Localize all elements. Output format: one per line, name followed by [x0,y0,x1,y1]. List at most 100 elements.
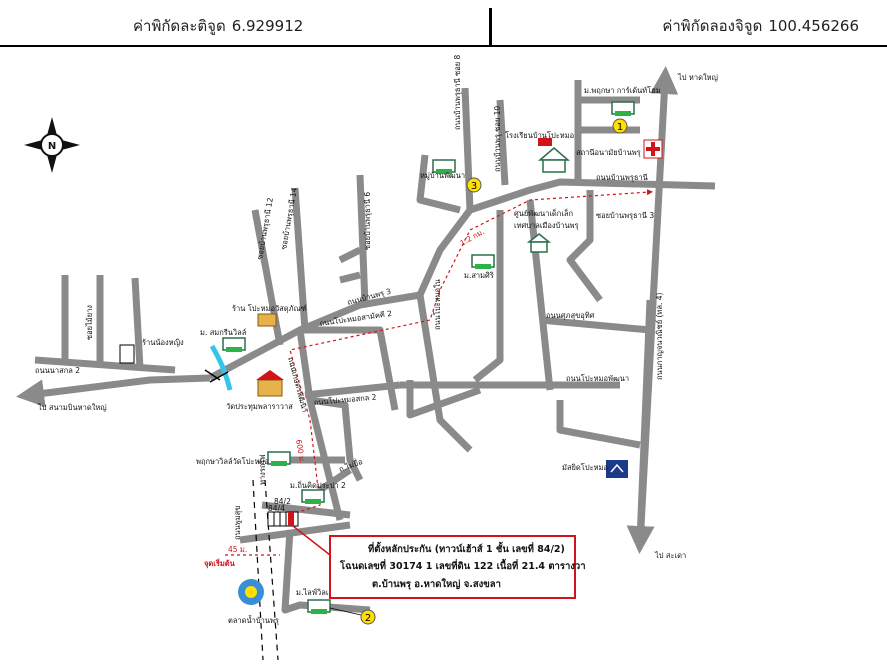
svg-text:ตลาดน้ำบ้านพรุ: ตลาดน้ำบ้านพรุ [228,615,279,625]
road-soi3 [566,190,603,303]
latitude: ค่าพิกัดละติจูด 6.929912 [133,14,303,38]
divider [489,8,492,46]
marker-1: 1 [612,118,628,134]
svg-text:ถนนศุภสุขอุทิศ: ถนนศุภสุขอุทิศ [546,311,595,320]
house-icon-pattana [432,159,456,174]
road-soi-maiyara [61,275,144,369]
road-soi6 [356,174,369,306]
svg-text:ถนนกาญจนวณิชย์ (ทล. 4): ถนนกาญจนวณิชย์ (ทล. 4) [655,292,664,380]
road-network [16,66,716,614]
svg-text:เทศบาลเมืองบ้านพรุ: เทศบาลเมืองบ้านพรุ [514,221,579,230]
longitude-value: 100.456266 [768,17,859,35]
svg-text:ร้าน โปะหมอวัสดุภัณฑ์: ร้าน โปะหมอวัสดุภัณฑ์ [232,304,307,313]
school-icon [537,138,571,173]
house-icon-thinkit [301,489,325,504]
latitude-value: 6.929912 [231,17,304,35]
svg-text:ถนนพูมสุข: ถนนพูมสุข [233,506,242,540]
svg-text:ม.พฤกษา การ์เด้นท์โฮม: ม.พฤกษา การ์เด้นท์โฮม [584,86,661,95]
road-main-diagonal [208,178,716,382]
river [204,344,233,391]
svg-text:ม. สมกรีนวิลล์: ม. สมกรีนวิลล์ [200,328,246,337]
road-thin-3 [281,529,371,614]
house-icons [222,101,635,614]
property-site [267,511,331,556]
svg-text:ซอยบ้านพรุธานี 3: ซอยบ้านพรุธานี 3 [596,211,654,220]
marker-3: 3 [466,177,482,193]
svg-text:ม.ถิ่นคิดประปา 2: ม.ถิ่นคิดประปา 2 [290,480,346,490]
svg-text:ถนนบ้านพรุธานี ซอย 8: ถนนบ้านพรุธานี ซอย 8 [453,54,462,130]
svg-text:ไป หาดใหญ่: ไป หาดใหญ่ [677,73,718,82]
svg-text:ถนนบ้านพรุธานี: ถนนบ้านพรุธานี [596,173,648,182]
hospital-cross-icon [643,139,663,159]
road-nam-sakol [34,356,176,374]
svg-text:ถนนโปะหมอใน: ถนนโปะหมอใน [433,279,442,330]
route [225,189,653,556]
info-line-1: ที่ตั้งหลักประกัน (ทาวน์เฮ้าส์ 1 ชั้น เล… [368,541,565,555]
svg-text:ซอยไม้ยาง: ซอยไม้ยาง [85,305,94,340]
svg-text:3: 3 [471,181,477,192]
svg-text:ม.ไลฟ์วิลเลจ: ม.ไลฟ์วิลเลจ [296,588,337,597]
road-soi10 [461,87,474,211]
svg-text:ไป สนามบินหาดใหญ่: ไป สนามบินหาดใหญ่ [37,403,107,412]
svg-text:600 ม.: 600 ม. [294,439,307,464]
road-pomo-sakol-2 [309,396,364,482]
road-thin-2 [239,521,351,544]
house-icon-life [307,599,331,614]
info-line-2: โฉนดเลขที่ 30174 1 เลขที่ดิน 122 เนื้อที… [339,558,586,572]
coordinate-bar: ค่าพิกัดละติจูด 6.929912 ค่าพิกัดลองจิจูด… [0,0,887,47]
compass: N [24,117,80,173]
mosque-icon [606,460,628,478]
road-airport [16,374,211,408]
svg-text:1: 1 [617,122,623,133]
road-soi8 [416,154,461,214]
marker-2: 2 [329,607,376,625]
market-icon [238,579,264,605]
road-thin-1 [261,501,351,519]
location-map[interactable]: N [0,48,887,666]
road-samsiri [472,210,504,383]
svg-text:ถนนนาสกล 2: ถนนนาสกล 2 [35,366,80,375]
svg-text:ไป สะเดา: ไป สะเดา [654,551,686,560]
highway-south-branch [626,299,655,554]
svg-text:1.2 กม.: 1.2 กม. [459,227,486,248]
svg-text:มัสยิดโปะหมอ: มัสยิดโปะหมอ [562,463,608,472]
markers: 1 2 3 [329,118,628,625]
compass-north: N [48,141,56,152]
svg-text:ถนนบ้านพรุ ซอย 10: ถนนบ้านพรุ ซอย 10 [493,106,502,172]
property-info-box: ที่ตั้งหลักประกัน (ทาวน์เฮ้าส์ 1 ชั้น เล… [329,535,586,599]
svg-text:สถานีอนามัยบ้านพรุ: สถานีอนามัยบ้านพรุ [576,148,641,157]
longitude-label: ค่าพิกัดลองจิจูด [662,17,763,35]
road-pomo-nai [416,294,473,453]
longitude: ค่าพิกัดลองจิจูด 100.456266 [662,14,859,38]
house-icon-pruksa-ville [267,451,291,466]
shop-nong-icon [119,344,135,364]
road-soi14 [291,187,309,331]
svg-text:ซอยบ้านพรุธานี 6: ซอยบ้านพรุธานี 6 [363,192,372,250]
svg-text:84/2: 84/2 [274,497,291,506]
house-icon-pruksa [611,101,635,116]
latitude-label: ค่าพิกัดละติจูด [133,17,226,35]
road-soi6-side [338,246,362,284]
svg-text:ถนนโปะหมอพัฒนา: ถนนโปะหมอพัฒนา [566,374,629,383]
svg-text:ศูนย์พัฒนาเด็กเล็ก: ศูนย์พัฒนาเด็กเล็ก [514,208,573,218]
road-mid-vertical [526,199,554,391]
house-icon-somkwan [222,337,246,352]
road-mosque [556,400,641,449]
svg-text:จุดเริ่มต้น: จุดเริ่มต้น [204,557,236,568]
svg-text:2: 2 [365,613,371,624]
svg-text:ร้านน้องหญิง: ร้านน้องหญิง [142,338,184,347]
temple-icon [256,370,284,397]
childcare-icon [526,233,552,253]
house-icon-samsiri [471,254,495,269]
shop-icon [257,313,277,327]
svg-text:หมู่บ้านพัฒนา: หมู่บ้านพัฒนา [420,171,465,180]
road-railway-side [318,467,352,493]
svg-text:วัดประทุมพลาราวาส: วัดประทุมพลาราวาส [226,402,293,411]
svg-text:ม.สามศิริ: ม.สามศิริ [464,271,494,280]
svg-text:45 ม.: 45 ม. [228,545,247,554]
svg-text:ถนนโปะหมอสามัคคี 2: ถนนโปะหมอสามัคคี 2 [319,309,393,328]
road-pomo-lower [406,380,482,419]
svg-text:พฤกษาวิลล์วัดโปะหมอ: พฤกษาวิลล์วัดโปะหมอ [196,457,269,466]
road-popomo-2 [300,326,399,411]
svg-text:84/4: 84/4 [268,504,285,513]
